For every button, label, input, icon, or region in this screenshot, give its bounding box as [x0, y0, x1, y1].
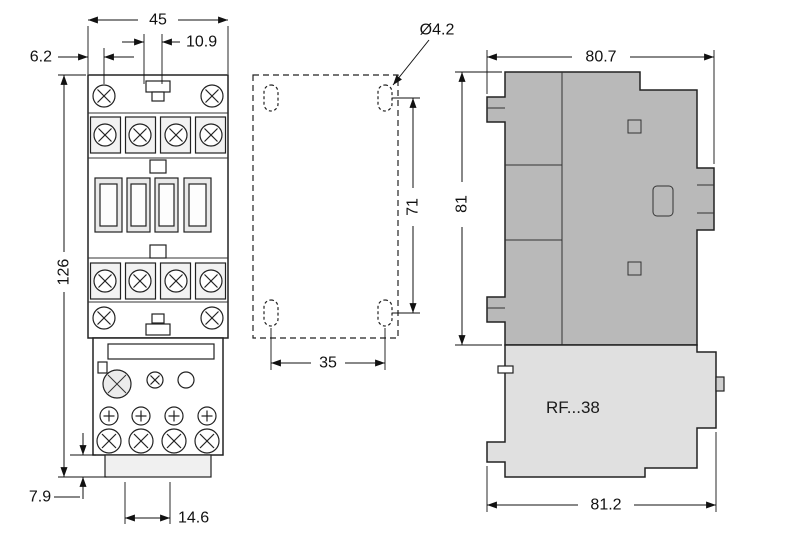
dim-front-6-2: 6.2	[30, 48, 134, 84]
screw-icon	[128, 123, 152, 147]
dim-label-14-6: 14.6	[178, 510, 209, 527]
screw-icon	[131, 406, 151, 426]
mounting-outline	[252, 74, 399, 339]
side-relay-body	[486, 344, 717, 478]
screw-icon	[96, 428, 122, 454]
dim-front-7-9: 7.9	[29, 433, 96, 506]
dim-label-6-2: 6.2	[30, 49, 52, 66]
dim-vertical-pitch-71: 71	[392, 97, 422, 314]
dim-side-81: 81	[454, 71, 502, 346]
screw-icon	[93, 123, 117, 147]
screw-icon	[128, 428, 154, 454]
side-view: RF...38	[486, 71, 725, 478]
dim-hole-diameter: Ø4.2	[392, 22, 455, 86]
screw-icon	[93, 269, 117, 293]
dim-label-71: 71	[405, 198, 422, 216]
screw-icon	[197, 406, 217, 426]
dim-front-width-45: 45	[87, 12, 229, 74]
screw-icon	[199, 123, 223, 147]
relay-label-plate	[107, 343, 215, 360]
bottom-clip	[145, 323, 171, 336]
test-button	[177, 371, 195, 389]
dim-label-10-9: 10.9	[186, 34, 217, 51]
screw-icon	[99, 406, 119, 426]
screw-icon	[161, 428, 187, 454]
dim-label-81-2: 81.2	[590, 497, 621, 514]
dim-front-126: 126	[56, 74, 107, 478]
dim-label-45: 45	[149, 12, 167, 29]
adjustment-dial	[102, 369, 132, 399]
dim-label-81: 81	[454, 195, 471, 213]
screw-icon	[200, 84, 224, 108]
screw-icon	[92, 306, 116, 330]
terminal-row-bottom	[89, 262, 227, 300]
screw-icon	[164, 269, 188, 293]
top-clip	[145, 80, 171, 93]
dim-label-126: 126	[56, 259, 73, 286]
side-contactor-body	[486, 71, 715, 346]
screw-icon	[199, 269, 223, 293]
terminal-row-top	[89, 116, 227, 154]
dim-front-10-9: 10.9	[122, 34, 217, 84]
relay-side-screw	[715, 376, 725, 392]
dim-label-35: 35	[319, 355, 337, 372]
screw-icon	[194, 428, 220, 454]
side-detail-window	[652, 185, 674, 217]
mounting-slot	[263, 299, 279, 327]
side-detail-hole	[627, 261, 642, 276]
mounting-slot	[377, 299, 393, 327]
screw-icon	[200, 306, 224, 330]
mounting-slot	[377, 84, 393, 112]
relay-base	[104, 454, 212, 478]
screw-icon	[128, 269, 152, 293]
side-detail-hole	[627, 119, 642, 134]
screw-icon	[92, 84, 116, 108]
relay-side-slot	[497, 365, 514, 374]
screw-icon	[164, 123, 188, 147]
dim-front-14-6: 14.6	[124, 482, 209, 527]
dim-side-80-7: 80.7	[486, 49, 715, 164]
dim-side-81-2: 81.2	[486, 432, 717, 514]
dim-label-80-7: 80.7	[585, 49, 616, 66]
front-view-contactor	[87, 74, 229, 339]
dim-horizontal-pitch-35: 35	[270, 328, 386, 372]
reset-dial	[146, 371, 164, 389]
contact-blocks	[94, 159, 212, 259]
dim-label-7-9: 7.9	[29, 489, 51, 506]
model-label: RF...38	[546, 398, 600, 417]
screw-icon	[164, 406, 184, 426]
mounting-hole-pattern	[252, 74, 399, 339]
mounting-slot	[263, 84, 279, 112]
dim-label-hole-dia: Ø4.2	[420, 22, 455, 39]
front-view-overload-relay	[92, 337, 224, 478]
